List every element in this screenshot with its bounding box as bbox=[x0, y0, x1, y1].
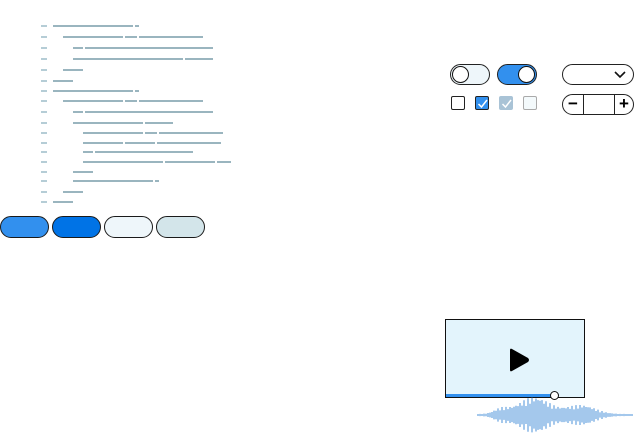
line-number bbox=[41, 25, 47, 27]
code-token bbox=[73, 58, 183, 60]
checkbox-unchecked-disabled[interactable] bbox=[523, 96, 537, 110]
video-progress-track[interactable] bbox=[446, 391, 584, 400]
toggle-off[interactable] bbox=[450, 64, 490, 85]
code-token bbox=[135, 90, 139, 92]
line-number bbox=[41, 80, 47, 82]
line-number bbox=[41, 90, 47, 92]
code-token bbox=[63, 36, 123, 38]
toggle-knob bbox=[518, 66, 535, 83]
code-token bbox=[135, 25, 139, 27]
code-token bbox=[53, 201, 73, 203]
line-number bbox=[41, 151, 47, 153]
video-progress-fill bbox=[446, 394, 554, 397]
checkmark-icon bbox=[501, 99, 512, 109]
code-token bbox=[83, 151, 93, 153]
line-number bbox=[41, 36, 47, 38]
decrement-button[interactable]: − bbox=[568, 94, 578, 113]
code-token bbox=[73, 111, 83, 113]
line-number bbox=[41, 58, 47, 60]
code-token bbox=[125, 142, 155, 144]
dropdown-select[interactable] bbox=[562, 64, 634, 85]
code-token bbox=[139, 36, 203, 38]
code-token bbox=[85, 111, 213, 113]
code-token bbox=[125, 100, 137, 102]
line-number bbox=[41, 161, 47, 163]
quantity-stepper: − + bbox=[562, 94, 634, 115]
line-number bbox=[41, 69, 47, 71]
line-number bbox=[41, 171, 47, 173]
code-token bbox=[157, 142, 221, 144]
video-scrubber-handle[interactable] bbox=[549, 391, 559, 400]
line-number bbox=[41, 180, 47, 182]
code-token bbox=[83, 161, 163, 163]
code-token bbox=[159, 132, 223, 134]
code-token bbox=[73, 180, 153, 182]
checkbox-unchecked[interactable] bbox=[451, 96, 465, 110]
stepper-divider bbox=[614, 95, 615, 114]
code-token bbox=[145, 132, 157, 134]
code-token bbox=[63, 69, 83, 71]
line-number bbox=[41, 142, 47, 144]
code-token bbox=[165, 161, 215, 163]
code-token bbox=[95, 151, 193, 153]
code-token bbox=[125, 36, 137, 38]
toggle-knob bbox=[452, 66, 469, 83]
code-token bbox=[145, 122, 173, 124]
line-number bbox=[41, 201, 47, 203]
video-player[interactable] bbox=[445, 319, 585, 400]
secondary-button[interactable] bbox=[104, 216, 153, 238]
line-number bbox=[41, 132, 47, 134]
line-number bbox=[41, 122, 47, 124]
secondary-pressed-button[interactable] bbox=[156, 216, 205, 238]
code-token bbox=[53, 90, 133, 92]
code-token bbox=[139, 100, 203, 102]
code-token bbox=[217, 161, 231, 163]
checkbox-checked[interactable] bbox=[475, 96, 489, 110]
primary-pressed-button[interactable] bbox=[52, 216, 101, 238]
code-token bbox=[73, 171, 93, 173]
primary-button[interactable] bbox=[0, 216, 49, 238]
line-number bbox=[41, 100, 47, 102]
play-icon[interactable] bbox=[508, 348, 530, 372]
audio-waveform bbox=[477, 397, 633, 433]
line-number bbox=[41, 111, 47, 113]
code-token bbox=[185, 58, 213, 60]
code-token bbox=[155, 180, 159, 182]
code-token bbox=[53, 25, 133, 27]
code-token bbox=[73, 47, 83, 49]
line-number bbox=[41, 47, 47, 49]
line-number bbox=[41, 191, 47, 193]
checkbox-checked-disabled[interactable] bbox=[499, 96, 513, 110]
code-token bbox=[83, 132, 143, 134]
increment-button[interactable]: + bbox=[619, 94, 629, 113]
code-token bbox=[73, 122, 143, 124]
checkmark-icon bbox=[477, 99, 488, 109]
stepper-input[interactable] bbox=[584, 95, 614, 114]
chevron-down-icon bbox=[614, 71, 626, 79]
stepper-divider bbox=[583, 95, 584, 114]
code-token bbox=[63, 100, 123, 102]
code-token bbox=[85, 47, 213, 49]
toggle-on[interactable] bbox=[497, 64, 537, 85]
code-token bbox=[63, 191, 83, 193]
code-token bbox=[83, 142, 123, 144]
code-token bbox=[53, 80, 73, 82]
